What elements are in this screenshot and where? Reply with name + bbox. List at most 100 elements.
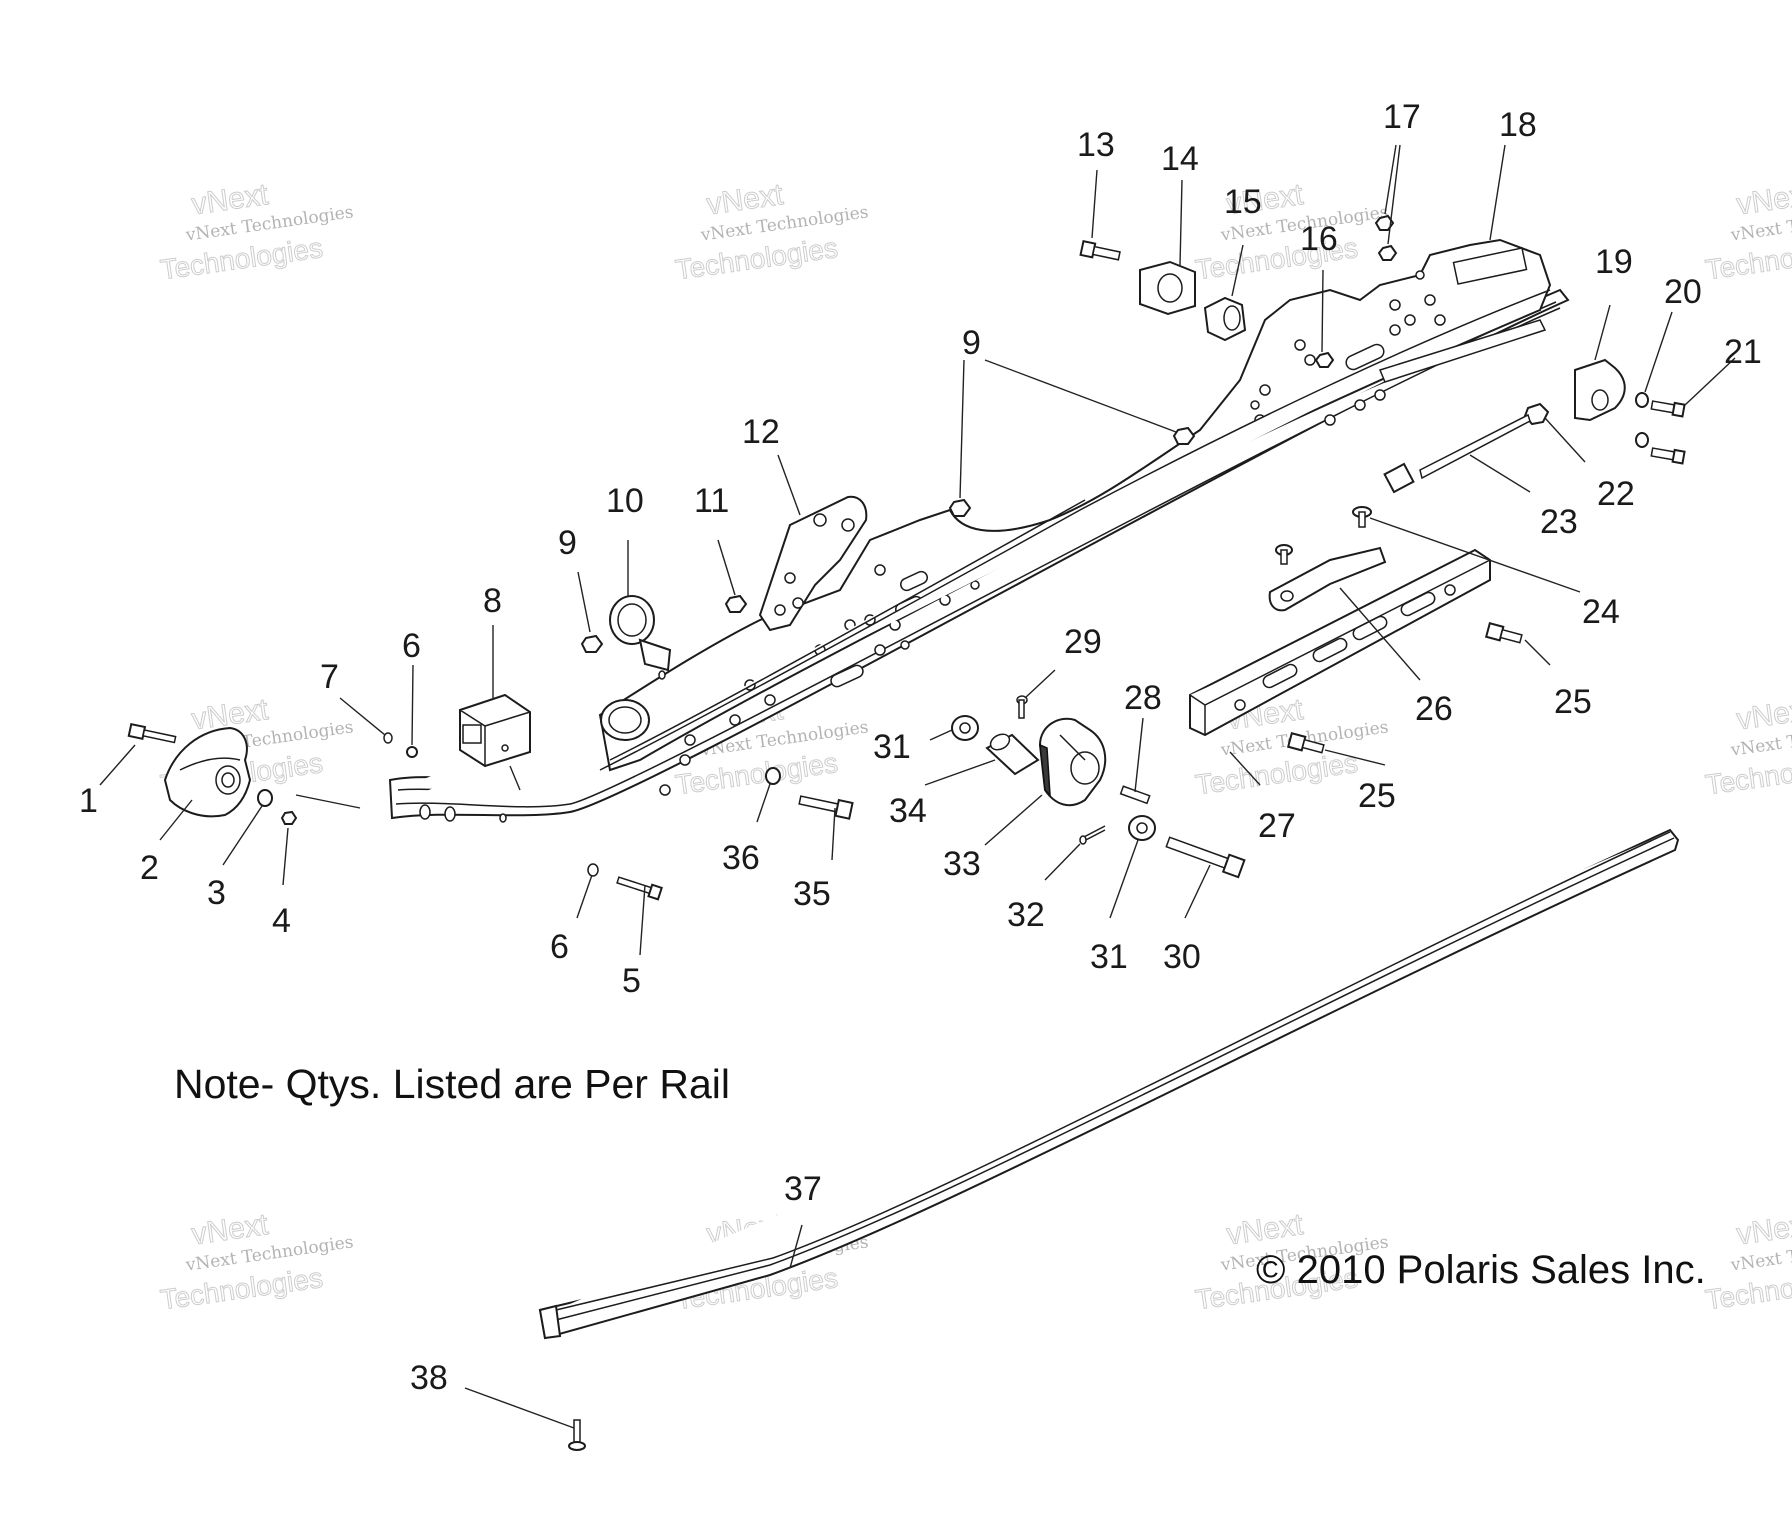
part-17-nut <box>1374 214 1395 231</box>
watermark: vNext vNext Technologies Technologies <box>1703 1208 1792 1316</box>
part-21-bolt <box>1650 400 1686 418</box>
part-33-wheel-housing <box>1038 717 1107 807</box>
part-18-rear-bracket <box>1378 319 1547 383</box>
part-4-nut <box>280 810 298 825</box>
callout-26: 26 <box>1415 690 1453 728</box>
part-8-bumper-block <box>459 693 531 768</box>
callout-37: 37 <box>784 1170 822 1208</box>
callout-3: 3 <box>207 874 226 912</box>
callout-21: 21 <box>1724 333 1762 371</box>
callout-22: 22 <box>1597 475 1635 513</box>
callout-16: 16 <box>1300 220 1338 258</box>
part-9-nut <box>580 634 604 653</box>
part-35-bolt <box>798 795 854 820</box>
callout-10: 10 <box>606 482 644 520</box>
callout-13: 13 <box>1077 126 1115 164</box>
watermark: vNext vNext Technologies Technologies <box>158 1208 355 1316</box>
callout-36: 36 <box>722 839 760 877</box>
part-15-bushing <box>1203 296 1247 342</box>
part-25-bolt <box>1286 732 1325 754</box>
part-9-nut <box>948 498 972 517</box>
part-38-screw <box>568 1419 586 1451</box>
part-17-nut <box>1377 244 1398 261</box>
part-5-bolt <box>616 876 663 901</box>
callout-5: 5 <box>622 962 641 1000</box>
part-16-nut <box>1314 351 1335 368</box>
callout-9: 9 <box>558 524 577 562</box>
callout-28: 28 <box>1124 679 1162 717</box>
callout-35: 35 <box>793 875 831 913</box>
watermark-text: Technologies <box>158 232 324 285</box>
part-26-clip <box>1268 544 1387 612</box>
callout-labels: 1 2 3 4 5 6 6 7 8 9 9 10 11 12 13 14 15 … <box>79 98 1762 1397</box>
callout-19: 19 <box>1595 243 1633 281</box>
part-6-washer <box>406 746 418 758</box>
part-9-nut <box>1172 426 1196 445</box>
part-14-spacer <box>1139 260 1196 316</box>
callout-34: 34 <box>889 792 927 830</box>
callout-32: 32 <box>1007 896 1045 934</box>
callout-9: 9 <box>962 324 981 362</box>
callout-30: 30 <box>1163 938 1201 976</box>
part-31-washer-hole <box>959 722 971 734</box>
callout-4: 4 <box>272 902 291 940</box>
watermark-text: Technologies <box>673 747 839 800</box>
callout-6: 6 <box>550 928 569 966</box>
callout-18: 18 <box>1499 106 1537 144</box>
callout-27: 27 <box>1258 807 1296 845</box>
watermark: vNext vNext Technologies Technologies <box>1703 693 1792 801</box>
part-24-rivet <box>1352 506 1372 528</box>
watermark-text: vNext <box>1735 1208 1792 1251</box>
callout-29: 29 <box>1064 623 1102 661</box>
callout-20: 20 <box>1664 273 1702 311</box>
callout-25: 25 <box>1554 683 1592 721</box>
part-30-bolt <box>1165 836 1246 879</box>
part-7-nut <box>383 732 393 744</box>
callout-7: 7 <box>320 658 339 696</box>
callout-8: 8 <box>483 582 502 620</box>
part-37-wear-strip <box>538 828 1680 1340</box>
part-20-washer <box>1635 392 1649 408</box>
callout-6: 6 <box>402 627 421 665</box>
watermark: vNext vNext Technologies Technologies <box>673 178 870 286</box>
part-10-clamp <box>600 595 672 741</box>
callout-17: 17 <box>1383 98 1421 136</box>
part-34-bushing <box>985 733 1040 776</box>
leader-lines <box>99 144 1736 1429</box>
part-6-washer <box>587 863 599 877</box>
quantity-note: Note- Qtys. Listed are Per Rail <box>174 1061 730 1107</box>
part-11-nut <box>724 594 748 613</box>
watermark: vNext vNext Technologies Technologies <box>158 178 355 286</box>
part-2-rail-tip <box>163 726 252 818</box>
part-28-pin <box>1119 785 1151 805</box>
part-1-bolt <box>127 722 177 744</box>
callout-31: 31 <box>873 728 911 766</box>
callout-15: 15 <box>1224 183 1262 221</box>
callout-14: 14 <box>1161 140 1199 178</box>
callout-11: 11 <box>694 482 729 520</box>
side-plate <box>598 238 1552 796</box>
callout-2: 2 <box>140 849 159 887</box>
callout-24: 24 <box>1582 593 1620 631</box>
watermark-text: Technologies <box>1193 747 1359 800</box>
copyright-notice: © 2010 Polaris Sales Inc. <box>1256 1248 1706 1292</box>
part-21-bolt <box>1650 447 1686 465</box>
part-13-bolt <box>1079 239 1121 261</box>
part-25-bolt <box>1484 622 1523 644</box>
part-20-washer <box>1635 432 1649 448</box>
callout-12: 12 <box>742 413 780 451</box>
callout-33: 33 <box>943 845 981 883</box>
callout-38: 38 <box>410 1359 448 1397</box>
watermark-text: Technologies <box>673 232 839 285</box>
part-19-bracket <box>1574 358 1626 422</box>
part-23-long-bolt <box>1383 413 1531 494</box>
part-32-cotter-pin <box>1079 825 1106 845</box>
part-27-slider <box>1189 548 1491 737</box>
part-36-washer <box>765 767 781 785</box>
part-3-washer <box>257 789 273 807</box>
part-29-pin <box>1016 695 1028 719</box>
callout-23: 23 <box>1540 503 1578 541</box>
part-31-washer-hole <box>1136 822 1148 834</box>
callout-25: 25 <box>1358 777 1396 815</box>
